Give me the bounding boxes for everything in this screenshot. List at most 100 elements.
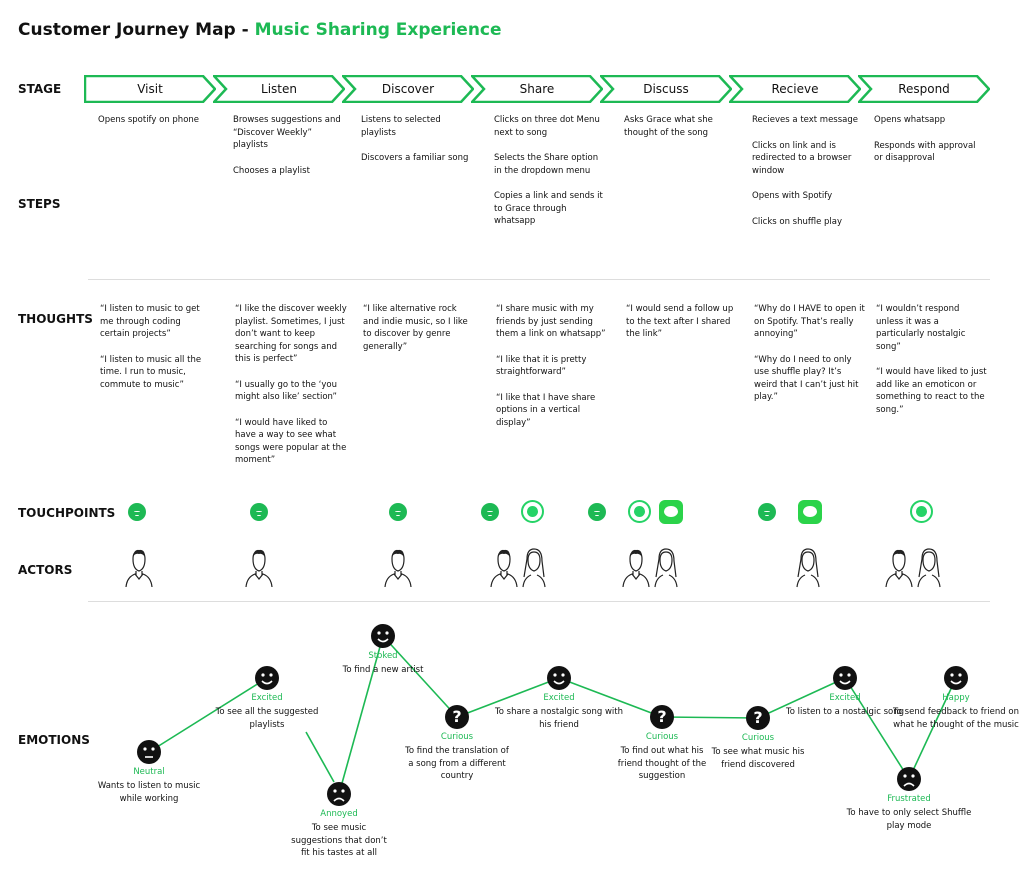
- title-main: Customer Journey Map -: [18, 20, 255, 40]
- thought-text: “I would have liked to have a way to see…: [235, 417, 347, 466]
- step-text: Opens spotify on phone: [98, 115, 200, 125]
- thoughts-column: “I like the discover weekly playlist. So…: [235, 303, 347, 480]
- step-text: Chooses a playlist: [233, 165, 310, 176]
- emotion-description: To see all the suggested playlists: [215, 707, 319, 730]
- man-avatar: [384, 549, 412, 588]
- stage-label: Visit: [137, 82, 163, 96]
- step-text: Listens to selected playlists: [361, 115, 441, 138]
- happy-face-icon: [547, 666, 571, 690]
- step-text: Clicks on shuffle play: [752, 216, 843, 227]
- svg-text:?: ?: [452, 707, 461, 726]
- emotion-description: To share a nostalgic song with his frien…: [494, 707, 624, 730]
- sad-face-icon: [897, 767, 921, 791]
- thoughts-column: “I would send a follow up to the text af…: [626, 303, 738, 354]
- row-label-stage: STAGE: [18, 82, 62, 96]
- happy-face-icon: [944, 666, 968, 690]
- thought-text: “Why do I HAVE to open it on Spotify. Th…: [754, 304, 865, 339]
- steps-column: Opens spotify on phone: [98, 114, 210, 140]
- svg-text:?: ?: [753, 708, 762, 727]
- man-avatar: [490, 549, 518, 588]
- step-text: Opens whatsapp: [874, 115, 946, 125]
- thought-text: “I share music with my friends by just s…: [496, 304, 606, 339]
- stage-listen: Listen: [213, 75, 345, 103]
- thoughts-column: “I share music with my friends by just s…: [496, 303, 608, 442]
- emotion-name: Curious: [440, 732, 474, 742]
- thoughts-column: “I like alternative rock and indie music…: [363, 303, 475, 366]
- step-text: Asks Grace what she thought of the song: [624, 115, 713, 138]
- emotion-name: Excited: [829, 693, 861, 703]
- spotify-icon: [480, 503, 499, 521]
- thought-text: “I listen to music to get me through cod…: [100, 304, 200, 339]
- stage-label: Discuss: [643, 82, 689, 96]
- thought-text: “I listen to music all the time. I run t…: [100, 354, 202, 390]
- stage-chevron: [600, 75, 732, 103]
- messages-icon: [659, 500, 683, 524]
- stage-chevron: [342, 75, 474, 103]
- stage-label: Recieve: [771, 82, 819, 96]
- thought-text: “I like the discover weekly playlist. So…: [235, 304, 347, 364]
- happy-face-icon: [255, 666, 279, 690]
- step-text: Clicks on three dot Menu next to song: [494, 115, 600, 138]
- spotify-icon: [389, 503, 407, 521]
- thought-text: “I wouldn’t respond unless it was a part…: [876, 304, 966, 352]
- stage-chevron: [729, 75, 861, 103]
- stage-discuss: Discuss: [600, 75, 732, 103]
- row-label-thoughts: THOUGHTS: [18, 312, 93, 326]
- row-label-actors: ACTORS: [18, 563, 73, 577]
- thoughts-column: “I listen to music to get me through cod…: [100, 303, 212, 404]
- woman-avatar: [654, 548, 678, 588]
- happy-face-icon: [833, 666, 857, 690]
- man-avatar: [125, 549, 153, 588]
- question-face-icon: ?: [445, 705, 469, 729]
- thought-text: “I like alternative rock and indie music…: [363, 304, 468, 352]
- thought-text: “I would have liked to just add like an …: [876, 367, 987, 415]
- emotion-description: Wants to listen to music while working: [97, 781, 201, 804]
- divider: [88, 601, 990, 602]
- emotion-description: To see what music his friend discovered: [711, 747, 805, 770]
- steps-column: Browses suggestions and “Discover Weekly…: [233, 114, 345, 190]
- title-sub: Music Sharing Experience: [254, 20, 502, 40]
- spotify-icon: [128, 503, 146, 521]
- step-text: Browses suggestions and “Discover Weekly…: [233, 115, 341, 150]
- stage-label: Respond: [898, 82, 950, 96]
- stage-chevron: [471, 75, 603, 103]
- steps-column: Asks Grace what she thought of the song: [624, 114, 736, 152]
- question-face-icon: ?: [650, 705, 674, 729]
- emotion-name: Annoyed: [320, 809, 358, 819]
- step-text: Recieves a text message: [752, 115, 858, 125]
- man-avatar: [885, 549, 913, 588]
- woman-avatar: [917, 548, 941, 588]
- woman-avatar: [522, 548, 546, 588]
- question-face-icon: ?: [746, 706, 770, 730]
- emotion-name: Stoked: [368, 651, 398, 661]
- man-avatar: [622, 549, 650, 588]
- stage-chevron: [858, 75, 990, 103]
- stage-label: Listen: [261, 82, 297, 96]
- emotion-description: To find out what his friend thought of t…: [617, 746, 707, 781]
- stage-visit: Visit: [84, 75, 216, 103]
- emotion-name: Excited: [543, 693, 575, 703]
- stage-discover: Discover: [342, 75, 474, 103]
- step-text: Selects the Share option in the dropdown…: [494, 153, 599, 176]
- emotion-name: Curious: [645, 732, 679, 742]
- thought-text: “I usually go to the ‘you might also lik…: [235, 379, 337, 403]
- emotion-description: To have to only select Shuffle play mode: [846, 808, 972, 831]
- whatsapp-icon: [520, 500, 544, 523]
- emotion-description: To send feedback to friend on what he th…: [893, 707, 1019, 730]
- spotify-icon: [588, 503, 606, 521]
- step-text: Discovers a familiar song: [361, 153, 469, 163]
- emotion-description: To find a new artist: [342, 665, 424, 675]
- man-avatar: [245, 549, 273, 588]
- emotion-description: To find the translation of a song from a…: [405, 746, 509, 781]
- emotion-connector: [661, 716, 759, 719]
- emotion-name: Neutral: [133, 767, 165, 777]
- page-title: Customer Journey Map - Music Sharing Exp…: [18, 20, 502, 40]
- thought-text: “I like that it is pretty straightforwar…: [496, 354, 587, 378]
- emotion-name: Curious: [741, 733, 775, 743]
- emotion-name: Frustrated: [887, 794, 931, 804]
- whatsapp-icon: [628, 500, 651, 523]
